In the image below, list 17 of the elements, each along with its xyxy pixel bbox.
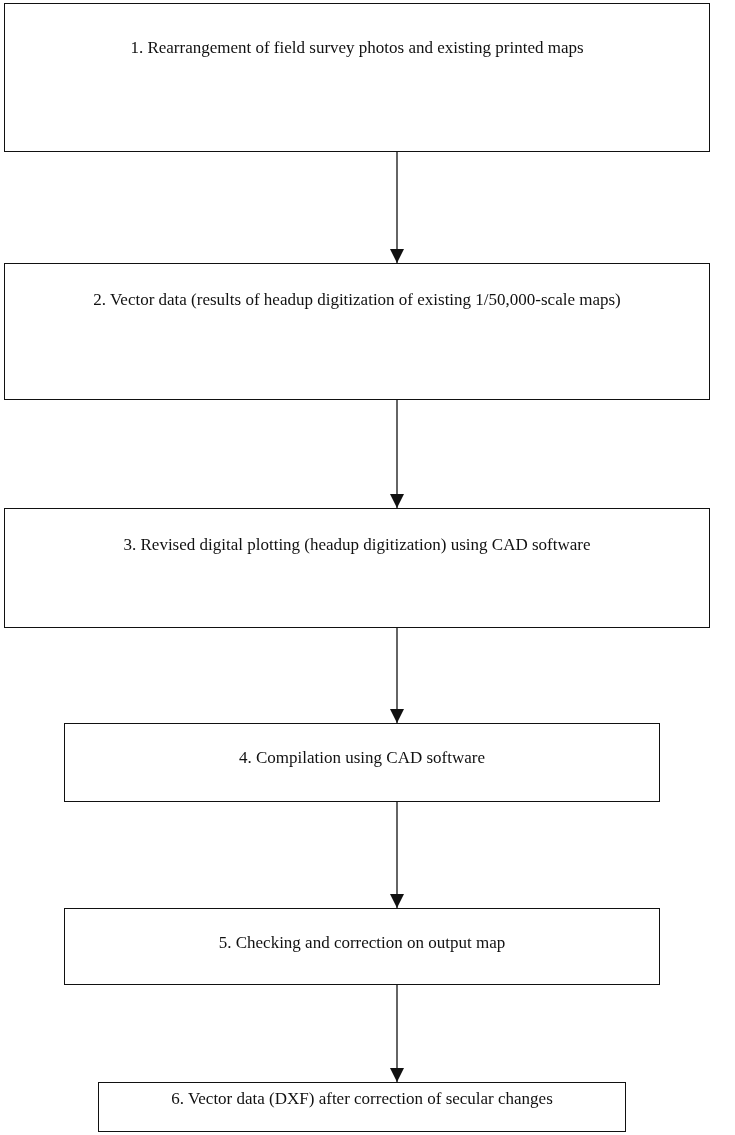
step-text: 3. Revised digital plotting (headup digitization) using CAD software bbox=[123, 534, 591, 556]
process-box bbox=[98, 1082, 626, 1132]
step-text: 2. Vector data (results of headup digitization of existing 1/50,000-scale maps) bbox=[93, 289, 621, 311]
process-box bbox=[64, 908, 660, 985]
step-text: 5. Checking and correction on output map bbox=[218, 932, 506, 954]
step-text: 4. Compilation using CAD software bbox=[239, 747, 485, 769]
process-box bbox=[4, 3, 710, 152]
arrow bbox=[390, 984, 404, 1083]
step-text: 6. Vector data (DXF) after correction of secular changes bbox=[171, 1088, 553, 1110]
arrow bbox=[390, 399, 404, 509]
process-box bbox=[4, 263, 710, 400]
process-box bbox=[4, 508, 710, 628]
arrow bbox=[390, 627, 404, 724]
arrow bbox=[390, 151, 404, 264]
process-box bbox=[64, 723, 660, 802]
step-text: 1. Rearrangement of field survey photos and existing printed maps bbox=[130, 37, 584, 59]
arrow bbox=[390, 801, 404, 909]
